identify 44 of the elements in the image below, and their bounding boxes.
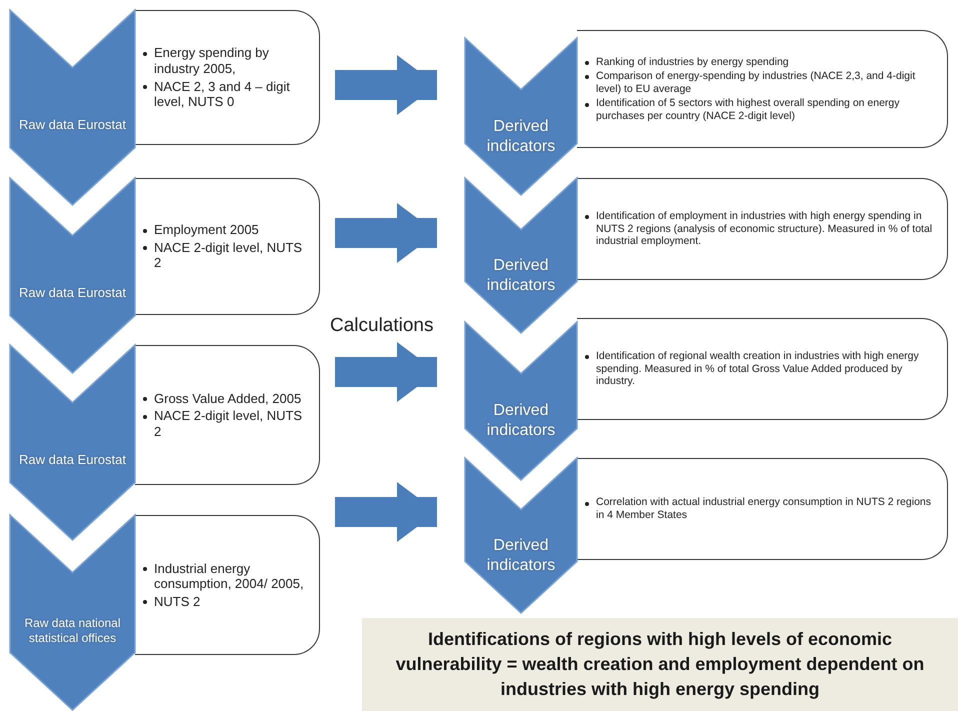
description-box xyxy=(577,458,948,560)
step-label: Derived indicators xyxy=(486,536,556,576)
chevron-shape xyxy=(10,345,135,540)
chevron-shape xyxy=(465,322,577,480)
bullet-text: Identification of employment in industries with high energy spending in NUTS 2 regions (analysis of economic structure). Measured in % of total industrial employment. xyxy=(596,210,934,248)
description-box xyxy=(135,345,320,485)
conclusion-panel xyxy=(362,618,958,711)
bullet-text: Energy spending by industry 2005, xyxy=(154,45,270,76)
description-box xyxy=(577,178,948,280)
conclusion-text: Identifications of regions with high levels of economic vulnerability = wealth creation and employment dependent on industries with high energy spending xyxy=(394,628,926,702)
bullet-text: Gross Value Added, 2005 xyxy=(154,390,302,406)
step-label: Raw data Eurostat xyxy=(18,285,127,302)
description-box xyxy=(135,178,320,315)
bullet-text: NACE 2-digit level, NUTS 2 xyxy=(154,240,304,271)
block-arrow xyxy=(335,55,437,115)
block-arrow xyxy=(335,203,437,263)
chevron-shape xyxy=(10,515,135,710)
description-box xyxy=(135,10,320,145)
chevron-shape xyxy=(465,458,577,613)
chevron-shape xyxy=(465,38,577,195)
bullet-text: Comparison of energy-spending by industries (NACE 2,3, and 4-digit level) to EU average xyxy=(596,70,916,96)
step-label: Raw data Eurostat xyxy=(18,117,127,134)
bullet-text: Ranking of industries by energy spending xyxy=(596,56,789,68)
bullet-text: NACE 2, 3 and 4 – digit level, NUTS 0 xyxy=(154,78,291,110)
bullet-text: Identification of regional wealth creation in industries with high energy spending. Measured in % of total Gross Value Added produced by industry. xyxy=(596,350,920,388)
bullet-text: Employment 2005 xyxy=(154,222,259,238)
bullet-text: NACE 2-digit level, NUTS 2 xyxy=(154,408,304,440)
step-label: Raw data national statistical offices xyxy=(23,616,122,646)
block-arrow xyxy=(335,342,437,402)
step-label: Calculations xyxy=(330,315,434,337)
bullet-text: Correlation with actual industrial energy consumption in NUTS 2 regions in 4 Member States xyxy=(596,496,932,522)
step-label: Derived indicators xyxy=(486,116,556,156)
bullet-text: NUTS 2 xyxy=(154,594,200,610)
step-label: Derived indicators xyxy=(486,256,556,296)
description-box xyxy=(577,30,948,148)
description-box xyxy=(135,515,320,655)
bullet-text: Industrial energy consumption, 2004/ 2005, xyxy=(154,560,305,592)
description-box xyxy=(577,318,948,420)
bullet-text: Identification of 5 sectors with highest overall spending on energy purchases per country (NACE 2-digit level) xyxy=(596,97,901,122)
step-label: Raw data Eurostat xyxy=(18,452,127,468)
chevron-shape xyxy=(10,178,135,373)
chevron-shape xyxy=(10,10,135,205)
step-label: Derived indicators xyxy=(486,401,556,441)
chevron-shape xyxy=(465,178,577,333)
